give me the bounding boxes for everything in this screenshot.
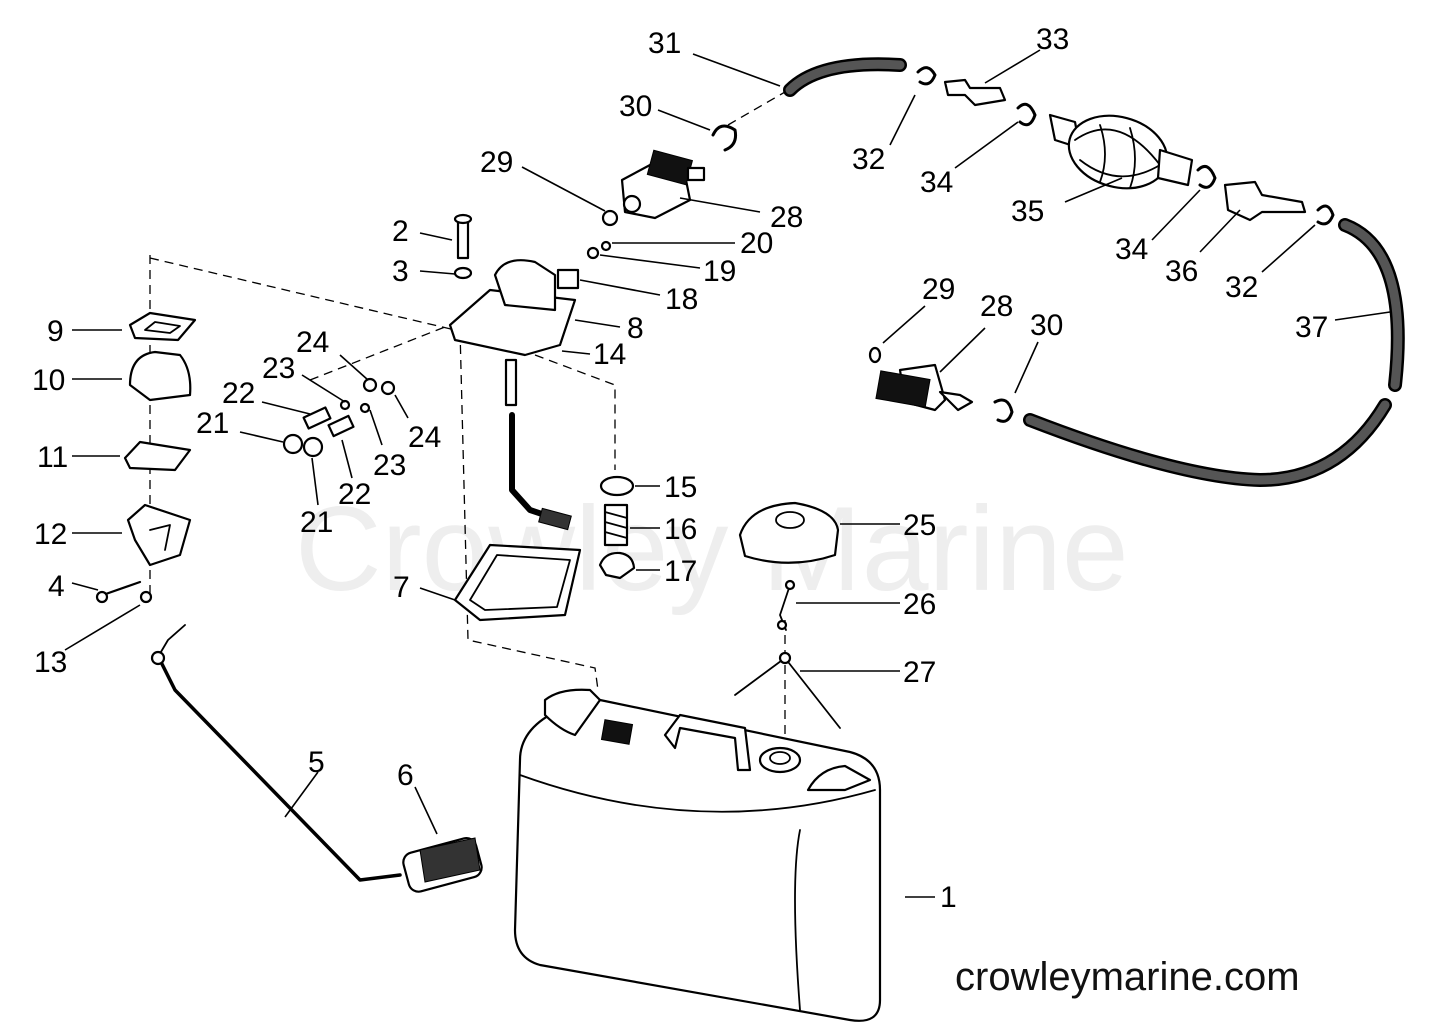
callout-label: 3 — [392, 255, 409, 288]
fitting-36 — [1223, 180, 1307, 222]
callout-label: 31 — [648, 27, 681, 60]
tank-fitting-assembly — [448, 259, 580, 531]
callout-label: 34 — [1115, 233, 1148, 266]
callout-label: 2 — [392, 215, 409, 248]
valve-small-parts — [282, 377, 396, 458]
connector-seal-parts — [586, 209, 619, 260]
primer-bulb — [1048, 113, 1194, 190]
callout-label: 27 — [903, 656, 936, 689]
callout-label: 32 — [852, 143, 885, 176]
callout-label: 12 — [34, 518, 67, 551]
fitting-33 — [943, 78, 1007, 107]
callout-label: 9 — [47, 315, 64, 348]
watermark-text: Crowley Marine — [295, 482, 1129, 616]
callout-label: 5 — [308, 746, 325, 779]
gauge-parts — [95, 311, 197, 604]
website-footer: crowleymarine.com — [955, 955, 1300, 999]
gasket — [453, 543, 582, 622]
callout-label: 21 — [300, 506, 333, 539]
callout-label: 1 — [940, 881, 957, 914]
callout-label: 22 — [222, 377, 255, 410]
hose-clamps-34 — [1016, 102, 1217, 189]
hose-clamp-30-top — [711, 124, 737, 152]
fuel-filter — [402, 836, 483, 893]
callout-label: 32 — [1225, 271, 1258, 304]
o-ring-29-right — [868, 346, 882, 364]
fuel-cap — [738, 501, 840, 564]
hose-37 — [1023, 218, 1405, 488]
callout-label: 35 — [1011, 195, 1044, 228]
callout-label: 29 — [480, 146, 513, 179]
callout-label: 29 — [922, 273, 955, 306]
tank-connector — [620, 149, 706, 220]
callout-label: 24 — [296, 326, 329, 359]
callout-label: 8 — [627, 312, 644, 345]
pickup-tube — [150, 624, 402, 882]
screw-and-washer — [453, 213, 473, 280]
assembly-dashed-lines — [149, 91, 786, 740]
callout-label: 26 — [903, 588, 936, 621]
callout-label: 14 — [593, 338, 626, 371]
callout-label: 23 — [262, 352, 295, 385]
callout-label: 23 — [373, 449, 406, 482]
callout-label: 20 — [740, 227, 773, 260]
check-valve-parts — [598, 475, 636, 580]
callout-label: 4 — [48, 570, 65, 603]
callout-label: 28 — [980, 290, 1013, 323]
callout-label: 10 — [32, 364, 65, 397]
callout-label: 33 — [1036, 23, 1069, 56]
callout-label: 18 — [665, 283, 698, 316]
callout-label: 30 — [1030, 309, 1063, 342]
hose-clamp-30-right — [993, 398, 1014, 423]
callout-label: 37 — [1295, 311, 1328, 344]
callout-label: 13 — [34, 646, 67, 679]
callout-label: 21 — [196, 407, 229, 440]
callout-label: 11 — [37, 441, 68, 474]
callout-label: 6 — [397, 759, 414, 792]
callout-label: 17 — [664, 555, 697, 588]
callout-label: 25 — [903, 509, 936, 542]
callout-label: 7 — [393, 571, 410, 604]
cap-tether — [776, 579, 796, 631]
cap-retainer — [734, 651, 841, 729]
callout-label: 34 — [920, 166, 953, 199]
fuel-tank — [513, 688, 882, 1022]
hose-clamps-32 — [916, 66, 1335, 226]
part-callouts: 1 2 3 4 5 6 7 8 9 10 11 12 13 14 15 16 1 — [32, 23, 1391, 914]
engine-connector — [875, 363, 974, 412]
callout-label: 24 — [408, 421, 441, 454]
callout-label: 22 — [338, 478, 371, 511]
hose-31 — [783, 57, 907, 97]
callout-label: 19 — [703, 255, 736, 288]
callout-label: 28 — [770, 201, 803, 234]
callout-label: 36 — [1165, 255, 1198, 288]
callout-label: 30 — [619, 90, 652, 123]
callout-label: 16 — [664, 513, 697, 546]
callout-label: 15 — [664, 471, 697, 504]
